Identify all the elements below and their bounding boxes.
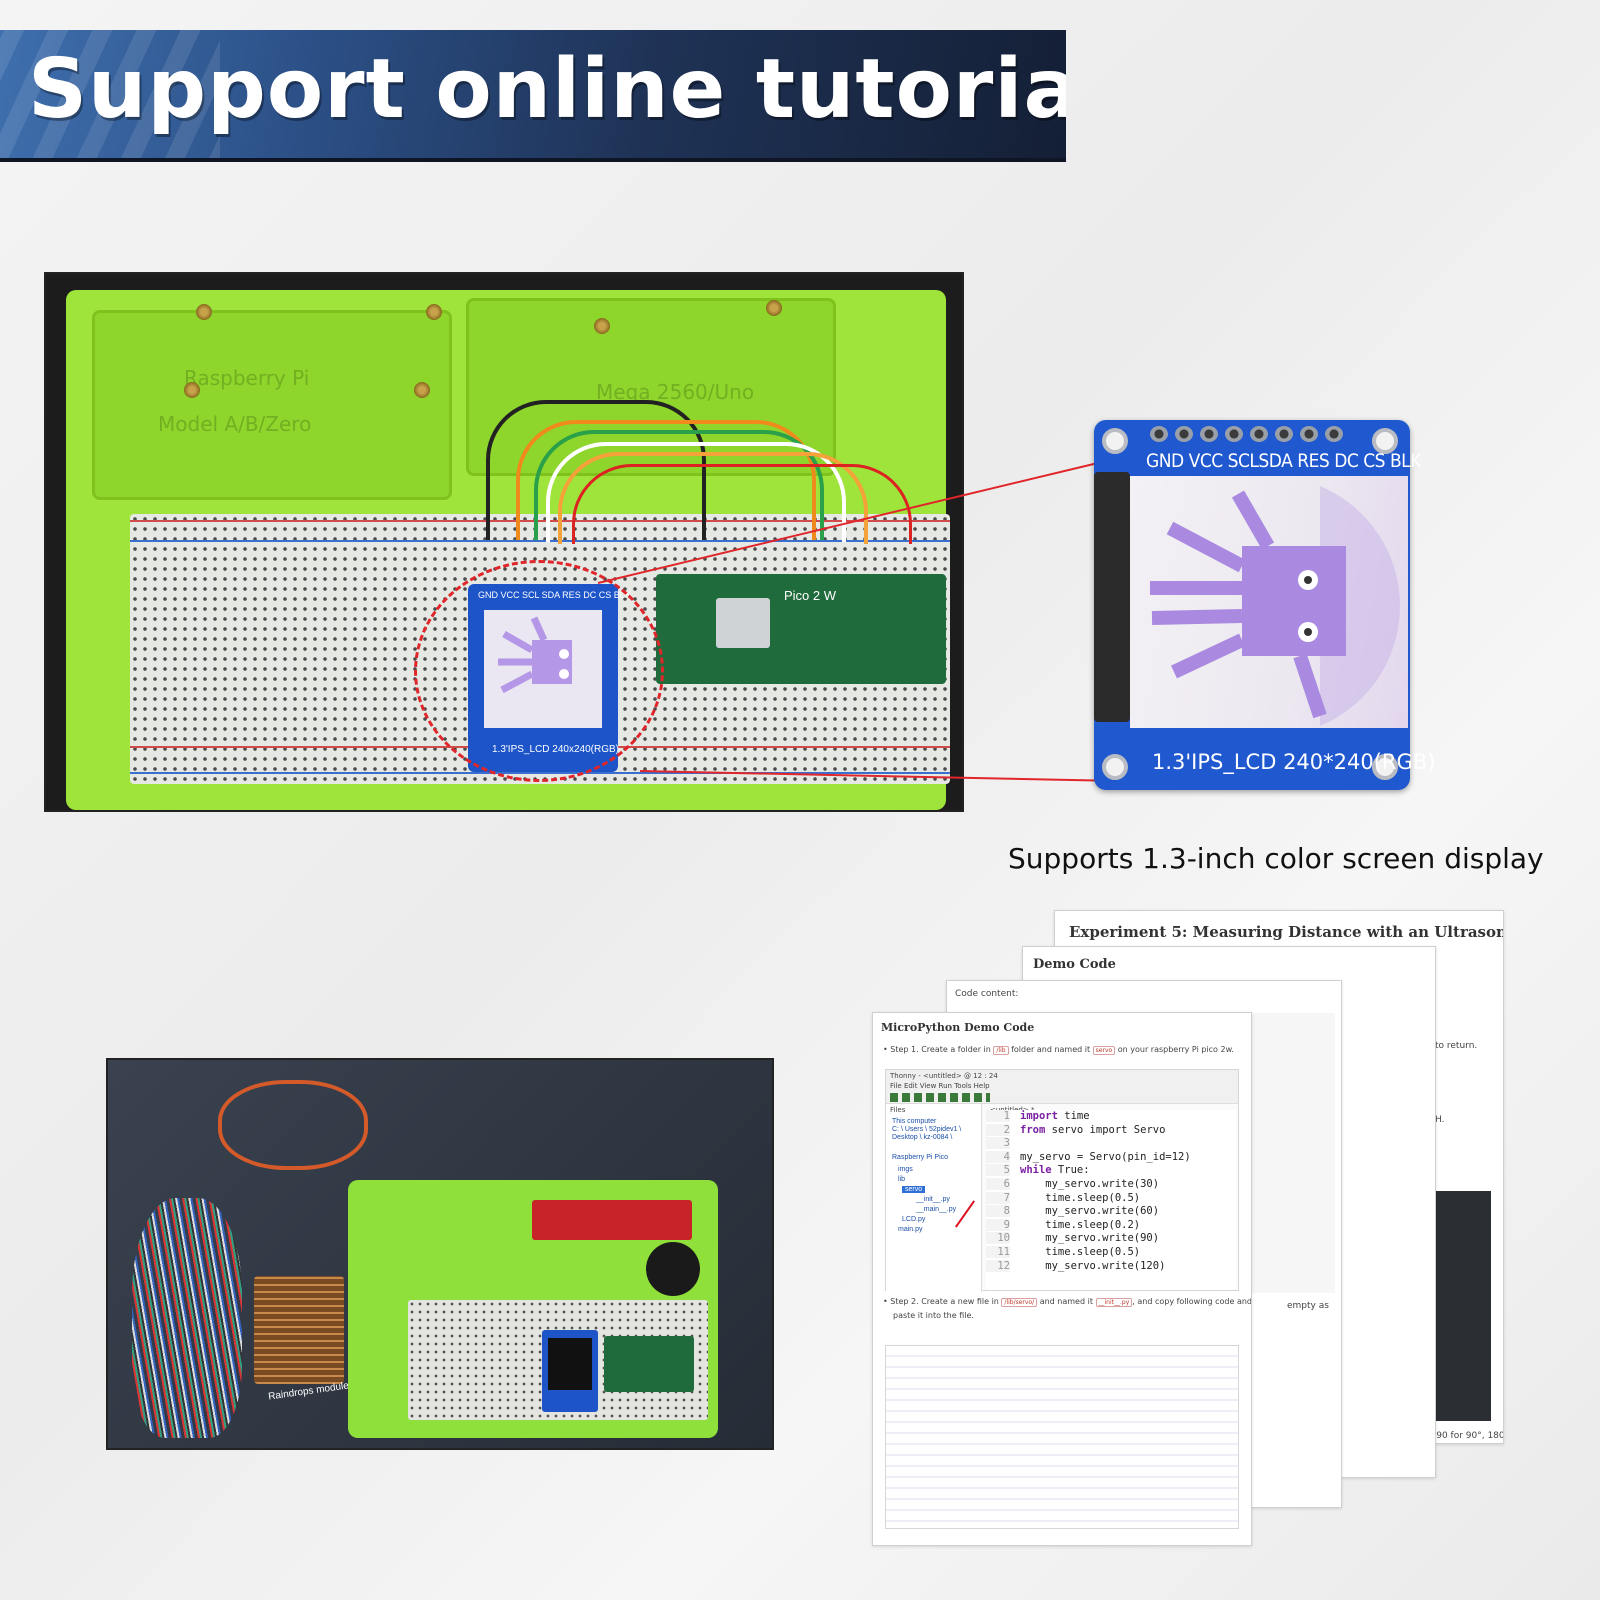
tree-item: __init__.py — [916, 1196, 950, 1203]
raindrop-sensor — [254, 1276, 344, 1384]
ide-screenshot-2 — [885, 1345, 1239, 1529]
joystick-module — [646, 1242, 700, 1296]
screw-icon — [766, 300, 782, 316]
tree-item: imgs — [898, 1166, 913, 1173]
doc-title: Code content: — [955, 989, 1019, 999]
doc-side-text: ), 90 for 90°, 180 for — [1427, 1431, 1504, 1441]
ide-toolbar: Thonny - <untitled> @ 12 : 24 File Edit … — [886, 1070, 1238, 1104]
thumbnail-photo — [1435, 1191, 1491, 1421]
code-line: 7 time.sleep(0.5) — [986, 1191, 1236, 1206]
slot-label-pi: Raspberry Pi — [184, 366, 310, 390]
code-line: 12 my_servo.write(120) — [986, 1259, 1236, 1274]
step-2-text-line2: paste it into the file. — [893, 1311, 974, 1320]
screw-icon — [196, 304, 212, 320]
kit-photo: Raindrops module — [106, 1058, 774, 1450]
lcd-module — [542, 1330, 598, 1412]
doc-title: MicroPython Demo Code — [881, 1021, 1035, 1034]
jumper-wire — [572, 464, 912, 544]
code-line: 10 my_servo.write(90) — [986, 1232, 1236, 1246]
power-rail-blue — [130, 540, 950, 542]
squid-image-icon — [1150, 486, 1400, 726]
slide-potentiometer — [532, 1200, 692, 1240]
tree-item-selected: servo — [902, 1186, 926, 1193]
ide-menu: File Edit View Run Tools Help — [890, 1082, 990, 1090]
tree-item: C: \ Users \ 52pidev1 \ — [892, 1126, 962, 1133]
tree-item: __main__.py — [916, 1206, 957, 1213]
tree-item: This computer — [892, 1118, 937, 1125]
files-label: Files — [890, 1106, 906, 1114]
tree-item: main.py — [898, 1226, 923, 1233]
ide-files-panel: Files This computer C: \ Users \ 52pidev… — [886, 1104, 982, 1292]
doc-side-text: empty as — [1287, 1301, 1329, 1311]
toolbar-icons — [890, 1093, 990, 1102]
pin-header — [1150, 426, 1360, 442]
step-1-text: • Step 1. Create a folder in /lib folder… — [883, 1045, 1234, 1055]
tree-item: lib — [898, 1176, 906, 1183]
page-title: Support online tutorials — [28, 42, 1066, 137]
screw-icon — [184, 382, 200, 398]
tree-item: Desktop \ kz-0084 \ — [892, 1134, 953, 1141]
screw-icon — [414, 382, 430, 398]
slot-label-model: Model A/B/Zero — [158, 412, 312, 436]
doc-title: Experiment 5: Measuring Distance with an… — [1069, 923, 1503, 941]
thonny-ide-screenshot: Thonny - <untitled> @ 12 : 24 File Edit … — [885, 1069, 1239, 1292]
code-line: 9 time.sleep(0.2) — [986, 1218, 1236, 1233]
servo-cable — [218, 1080, 368, 1170]
highlight-circle — [414, 560, 664, 782]
doc-side-text: H. — [1435, 1115, 1445, 1125]
mounting-hole — [1102, 754, 1128, 780]
code-line: 8 my_servo.write(60) — [986, 1205, 1236, 1219]
code-line: 6 my_servo.write(30) — [986, 1178, 1236, 1192]
tree-item: LCD.py — [902, 1216, 926, 1223]
step-2-text: • Step 2. Create a new file in /lib/serv… — [883, 1297, 1252, 1307]
breadboard-photo: Raspberry Pi Model A/B/Zero Mega 2560/Un… — [44, 272, 964, 812]
raspberry-pi-pico-board: Pico 2 W — [656, 574, 946, 684]
raspberry-pi-pico-board — [604, 1336, 694, 1392]
lcd-zoom-pin-labels: GND VCC SCLSDA RES DC CS BLK — [1146, 450, 1421, 472]
mounting-hole — [1372, 428, 1398, 454]
lcd-caption: Supports 1.3-inch color screen display — [1008, 842, 1544, 875]
flex-cable — [1094, 472, 1130, 722]
screw-icon — [426, 304, 442, 320]
jumper-wire-bundle — [132, 1198, 242, 1438]
tree-item: Raspberry Pi Pico — [892, 1154, 949, 1161]
code-line: 3 — [986, 1137, 1236, 1151]
mounting-hole — [1102, 428, 1128, 454]
lcd-zoom-screen — [1130, 476, 1408, 728]
screw-icon — [594, 318, 610, 334]
pico-label: Pico 2 W — [784, 588, 837, 603]
wifi-module — [716, 598, 770, 648]
tutorial-page-micropython: MicroPython Demo Code • Step 1. Create a… — [872, 1012, 1252, 1546]
red-arrow-icon — [955, 1200, 975, 1228]
doc-side-text: to return. — [1435, 1041, 1478, 1051]
code-line: 11 time.sleep(0.5) — [986, 1246, 1236, 1260]
jumper-wire — [486, 400, 706, 540]
mounting-hole — [1372, 754, 1398, 780]
lcd-zoom-view: GND VCC SCLSDA RES DC CS BLK 1.3'IPS_LCD… — [1094, 420, 1435, 790]
raspberry-pi-slot: Raspberry Pi Model A/B/Zero — [92, 310, 452, 500]
header-banner: Support online tutorials — [0, 30, 1066, 162]
doc-title: Demo Code — [1033, 957, 1116, 972]
ide-title: Thonny - <untitled> @ 12 : 24 — [890, 1072, 998, 1080]
lcd-zoom-bottom-label: 1.3'IPS_LCD 240*240(RGB) — [1152, 750, 1436, 774]
